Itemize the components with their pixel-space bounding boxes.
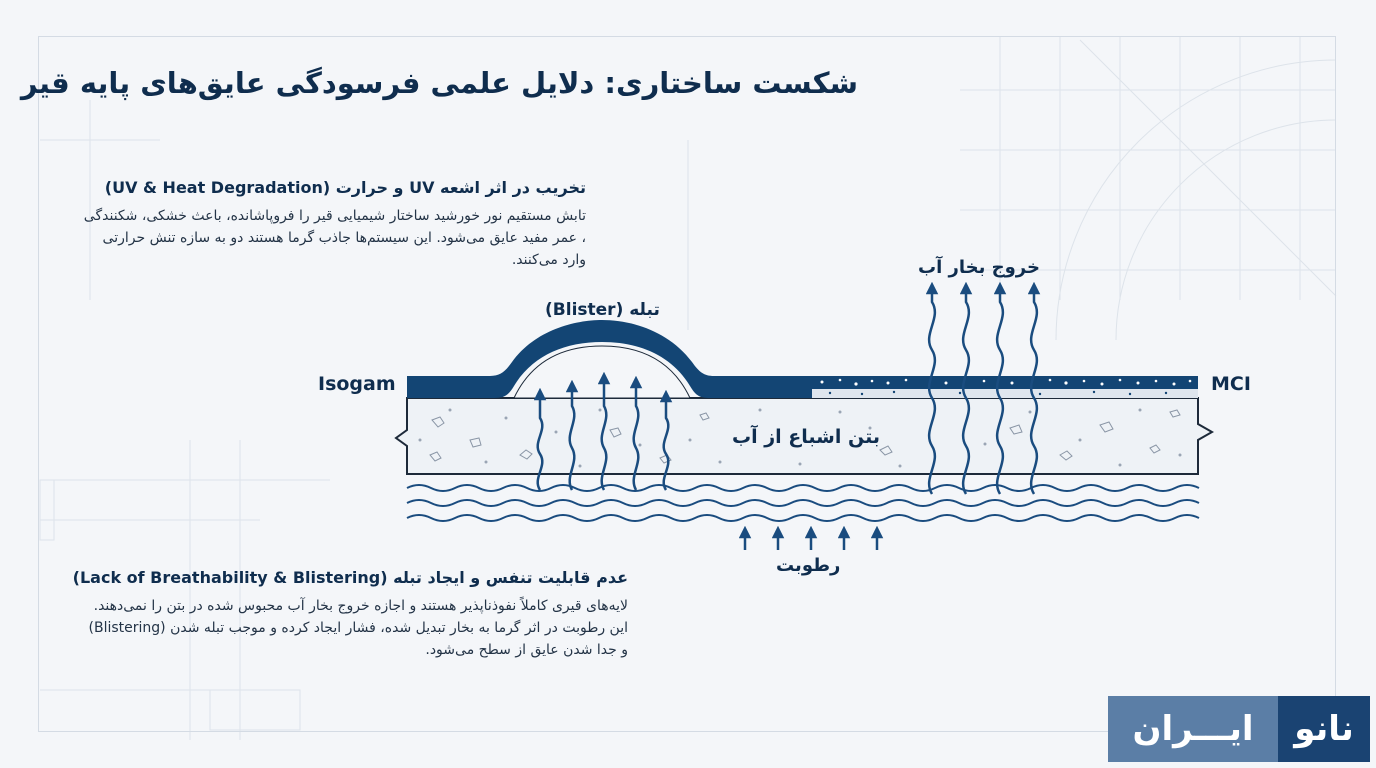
concrete-aggregate [429, 409, 1181, 464]
uv-section-heading: تخریب در اثر اشعه UV و حرارت (UV & Heat … [104, 178, 586, 197]
moisture-label: رطوبت [776, 555, 841, 576]
mci-label: MCI [1211, 373, 1251, 395]
nano-iran-logo: نانو ایـــران [1108, 696, 1370, 762]
vapor-escape-label: خروج بخار آب [918, 257, 1040, 278]
trapped-vapor-arrows [533, 371, 673, 491]
concrete-dots [418, 408, 1182, 468]
page-frame [38, 36, 1336, 732]
breathability-section: عدم قابلیت تنفس و ایجاد تبله (Lack of Br… [72, 568, 628, 661]
isogam-label: Isogam [318, 373, 396, 395]
mci-dots [820, 378, 1192, 386]
uv-degradation-section: تخریب در اثر اشعه UV و حرارت (UV & Heat … [76, 178, 586, 271]
mci-penetration-zone [812, 389, 1198, 398]
isogam-membrane [407, 320, 812, 398]
moisture-arrows [738, 525, 884, 550]
concrete-slab [394, 397, 1215, 475]
uv-section-body: تابش مستقیم نور خورشید ساختار شیمیایی قی… [83, 208, 586, 268]
escaping-vapor-arrows [925, 281, 1041, 495]
breathability-section-heading: عدم قابلیت تنفس و ایجاد تبله (Lack of Br… [72, 568, 628, 587]
blister-label: تبله (Blister) [545, 300, 660, 320]
logo-part-iran: ایـــران [1108, 696, 1278, 762]
saturated-concrete-label: بتن اشباع از آب [732, 426, 880, 448]
mci-zone-dots [828, 390, 1168, 396]
breathability-section-body: لایه‌های قیری کاملاً نفوذناپذیر هستند و … [88, 598, 628, 658]
logo-part-nano: نانو [1278, 696, 1370, 762]
page-title: شکست ساختاری: دلایل علمی فرسودگی عایق‌ها… [20, 66, 858, 100]
groundwater-waves [406, 484, 1200, 522]
